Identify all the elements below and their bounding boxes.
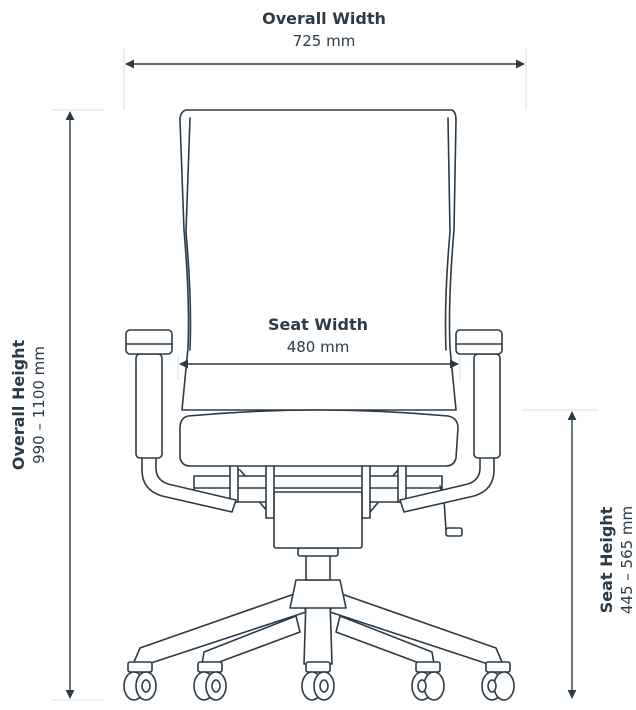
caster-right	[411, 661, 445, 701]
mechanism-bracket-right	[397, 461, 407, 503]
armrest-left	[125, 329, 237, 513]
seat-width-label: Seat Width	[268, 315, 368, 334]
dimension-lines	[65, 59, 577, 699]
cylinder-collar	[297, 547, 339, 557]
overall-height-value: 990 – 1100 mm	[30, 346, 48, 464]
extension-guides	[52, 48, 598, 701]
mechanism-post-right	[361, 461, 371, 519]
backrest-inner-edge-right	[444, 117, 451, 351]
mechanism-bracket-left	[229, 461, 239, 503]
armrest-right-pad	[455, 329, 503, 355]
casters	[123, 661, 515, 701]
caster-far-right	[481, 661, 515, 701]
caster-far-left	[123, 661, 157, 701]
backrest	[179, 109, 457, 411]
seat-height-text: Seat Height 445 – 565 mm	[597, 506, 636, 614]
mechanism-housing	[273, 491, 363, 549]
seat-mechanism	[193, 461, 463, 549]
armrest-left-frame	[141, 449, 237, 513]
seat-width-value: 480 mm	[287, 338, 350, 356]
armrest-left-post	[135, 353, 163, 459]
caster-left	[193, 661, 227, 701]
caster-center	[301, 661, 335, 701]
chair-base	[133, 579, 503, 665]
overall-height-label: Overall Height	[9, 339, 28, 470]
armrest-right	[399, 329, 503, 513]
mechanism-post-left	[265, 461, 275, 519]
base-hub	[289, 579, 347, 609]
overall-height-text: Overall Height 990 – 1100 mm	[9, 339, 48, 470]
seat-height-value: 445 – 565 mm	[618, 506, 636, 614]
dimension-labels: Overall Width 725 mm Seat Width 480 mm O…	[9, 9, 636, 614]
base-leg-center	[303, 599, 333, 665]
overall-width-value: 725 mm	[293, 32, 356, 50]
seat-height-label: Seat Height	[597, 506, 616, 613]
seat-cushion	[179, 409, 459, 467]
armrest-left-pad	[125, 329, 173, 355]
chair-illustration	[123, 109, 515, 701]
armrest-right-post	[473, 353, 501, 459]
armrest-right-frame	[399, 449, 495, 513]
backrest-inner-edge	[185, 117, 192, 351]
overall-width-label: Overall Width	[262, 9, 386, 28]
